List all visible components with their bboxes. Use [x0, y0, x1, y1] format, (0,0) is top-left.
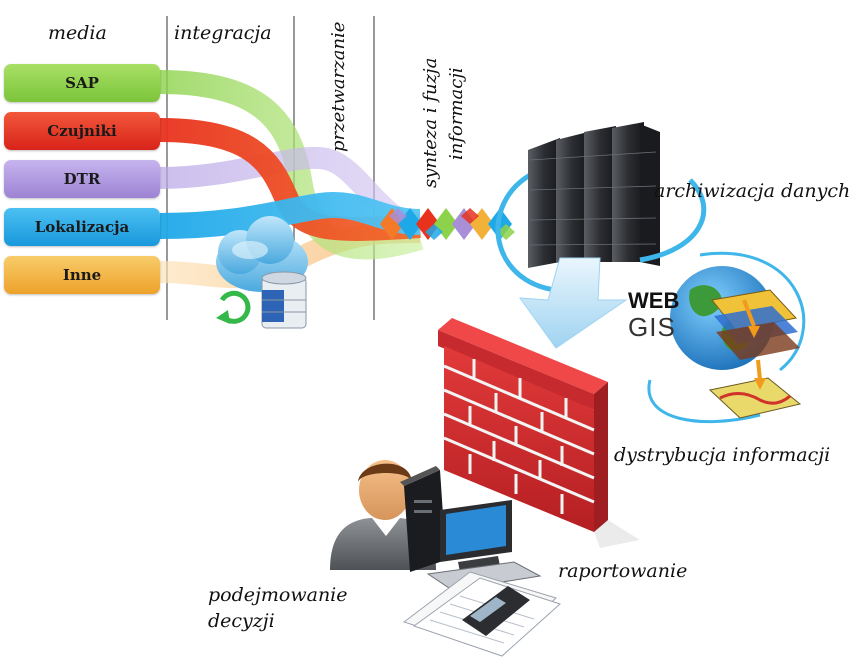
decision-label: podejmowanie — [208, 584, 348, 606]
webgis-web-text: WEB — [628, 288, 680, 313]
webgis-gis-text: GIS — [628, 312, 676, 342]
stage-label-synthesis: synteza i fuzja — [420, 57, 441, 188]
cloud-database-icon — [216, 216, 308, 329]
source-label: Lokalizacja — [34, 218, 130, 236]
data-flow-bands — [159, 70, 424, 289]
decision-label-2: decyzji — [208, 610, 275, 632]
source-box-inne: Inne — [4, 256, 160, 294]
source-box-sap: SAP — [4, 64, 160, 102]
reporting-label: raportowanie — [558, 560, 688, 582]
arrow-down-icon — [518, 257, 628, 349]
source-box-dtr: DTR — [4, 160, 160, 198]
source-box-lokalizacja: Lokalizacja — [4, 208, 160, 246]
source-box-czujniki: Czujniki — [4, 112, 160, 150]
firewall-wall-icon — [438, 318, 640, 548]
stage-label-processing: przetwarzanie — [328, 21, 349, 152]
webgis-globe-icon — [647, 251, 806, 424]
source-label: SAP — [65, 74, 99, 92]
archive-label: archiwizacja danych — [654, 180, 851, 202]
flow-band-sap — [159, 70, 424, 260]
stage-label-synthesis-2: informacji — [446, 67, 467, 160]
source-label: Inne — [62, 266, 102, 284]
stage-label-integration: integracja — [174, 22, 272, 44]
fusion-band — [380, 208, 515, 240]
distribution-label: dystrybucja informacji — [614, 444, 831, 466]
server-racks-icon — [495, 122, 707, 294]
flow-band-lokalizacja — [159, 192, 421, 239]
flow-band-czujniki — [159, 118, 421, 241]
source-label: Czujniki — [47, 122, 117, 140]
source-label: DTR — [63, 170, 101, 188]
stage-label-media: media — [48, 22, 107, 44]
report-papers-calculator-icon — [402, 571, 561, 657]
